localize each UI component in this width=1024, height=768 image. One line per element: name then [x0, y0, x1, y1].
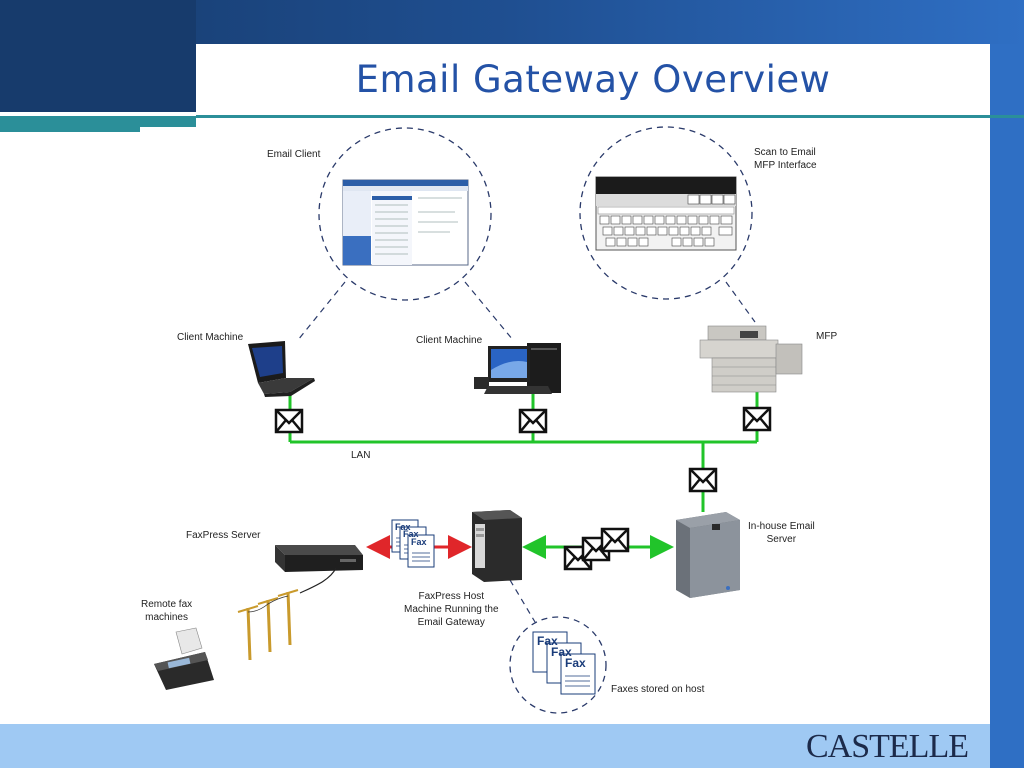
inhouse-server-label: In-house Email Server — [748, 521, 815, 545]
slide-title: Email Gateway Overview — [355, 58, 831, 101]
desktop-computer-icon — [474, 343, 561, 394]
faxpress-server-icon — [275, 545, 363, 572]
laptop-icon — [248, 341, 315, 397]
remote-fax-label: Remote fax machines — [141, 599, 193, 623]
telephone-poles-icon — [237, 589, 299, 661]
email-client-callout — [318, 127, 492, 301]
teal-accent-bar — [0, 116, 196, 127]
stored-fax-label: Fax — [537, 634, 558, 648]
scan-to-email-label: Scan to Email MFP Interface — [754, 147, 817, 171]
fax-machine-icon — [154, 627, 214, 690]
client-machine-label: Client Machine — [177, 332, 244, 343]
right-side-bar — [990, 44, 1024, 768]
client-machine-label: Client Machine — [416, 335, 483, 346]
envelope-icon — [518, 408, 548, 434]
faxes-stored-label: Faxes stored on host — [611, 684, 705, 695]
footer-bar — [0, 724, 990, 768]
faxpress-host-label: FaxPress Host Machine Running the Email … — [404, 591, 499, 628]
faxes-stored-callout — [509, 616, 607, 714]
mfp-interface-screenshot — [595, 176, 737, 251]
envelope-icon — [600, 527, 630, 553]
faxpress-server-label: FaxPress Server — [186, 530, 261, 541]
faxpress-host-tower-icon — [472, 510, 522, 582]
envelope-icon — [688, 467, 718, 493]
email-client-screenshot — [342, 179, 469, 266]
mfp-interface-callout — [579, 126, 753, 300]
mfp-label: MFP — [816, 331, 838, 342]
stored-fax-label: Fax — [565, 656, 586, 670]
envelope-icon — [274, 408, 304, 434]
email-server-icon — [676, 512, 740, 598]
fax-doc-label: Fax — [395, 522, 411, 532]
fax-doc-label: Fax — [403, 529, 419, 539]
lan-label: LAN — [351, 450, 371, 461]
stored-faxes-icon — [532, 631, 596, 695]
mfp-printer-icon — [699, 325, 803, 393]
stored-fax-label: Fax — [551, 645, 572, 659]
castelle-logo: CASTELLE — [806, 728, 969, 765]
teal-accent-bar-small — [0, 127, 140, 132]
left-header-block — [0, 0, 196, 112]
fax-doc-label: Fax — [411, 537, 427, 547]
envelope-icon — [742, 406, 772, 432]
title-underline — [196, 115, 1024, 118]
email-client-label: Email Client — [267, 149, 321, 160]
